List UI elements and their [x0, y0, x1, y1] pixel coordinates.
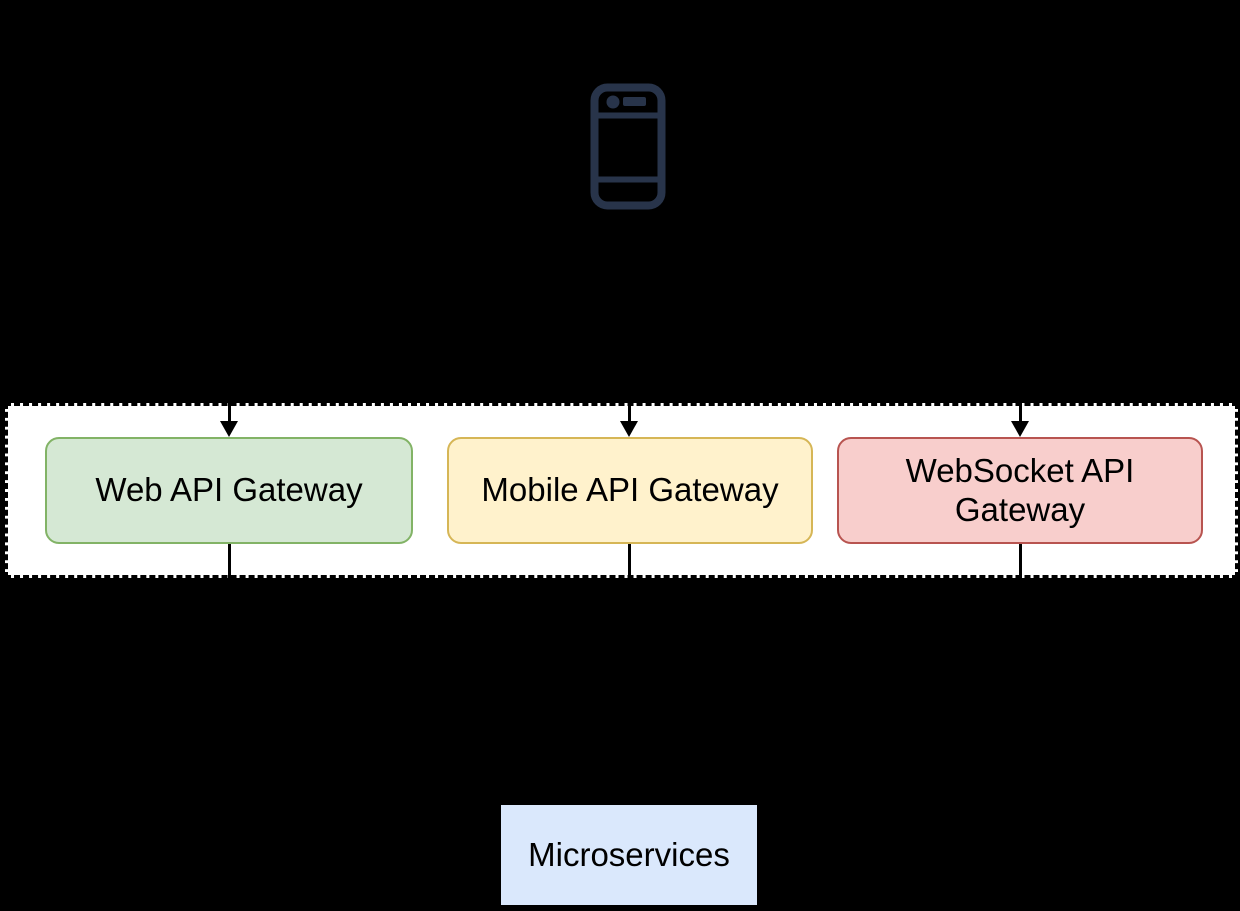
connector-bus-to-microservices: [628, 700, 631, 805]
microservices-node: Microservices: [501, 805, 757, 905]
connector-client-to-gateways: [627, 210, 630, 403]
arrowhead-web-gateway-icon: [220, 421, 238, 437]
connector-websocket-to-bus: [1019, 578, 1022, 700]
connector-mobile-to-bus: [628, 578, 631, 700]
arrow-into-mobile-gateway: [628, 402, 631, 423]
mobile-device-icon: [590, 83, 666, 210]
websocket-api-gateway-node: WebSocket API Gateway: [837, 437, 1203, 544]
arrowhead-mobile-gateway-icon: [620, 421, 638, 437]
arrow-into-websocket-gateway: [1019, 402, 1022, 423]
line-out-websocket-gateway: [1019, 544, 1022, 578]
web-api-gateway-label: Web API Gateway: [95, 471, 363, 509]
arrowhead-websocket-gateway-icon: [1011, 421, 1029, 437]
line-out-mobile-gateway: [628, 544, 631, 578]
microservices-label: Microservices: [528, 835, 730, 873]
websocket-api-gateway-label: WebSocket API Gateway: [905, 451, 1135, 528]
mobile-api-gateway-node: Mobile API Gateway: [447, 437, 813, 544]
connector-web-to-bus: [228, 578, 231, 700]
web-api-gateway-node: Web API Gateway: [45, 437, 413, 544]
line-out-web-gateway: [228, 544, 231, 578]
mobile-api-gateway-label: Mobile API Gateway: [481, 471, 779, 509]
connector-bus-horizontal: [228, 700, 1022, 703]
arrow-into-web-gateway: [228, 402, 231, 423]
